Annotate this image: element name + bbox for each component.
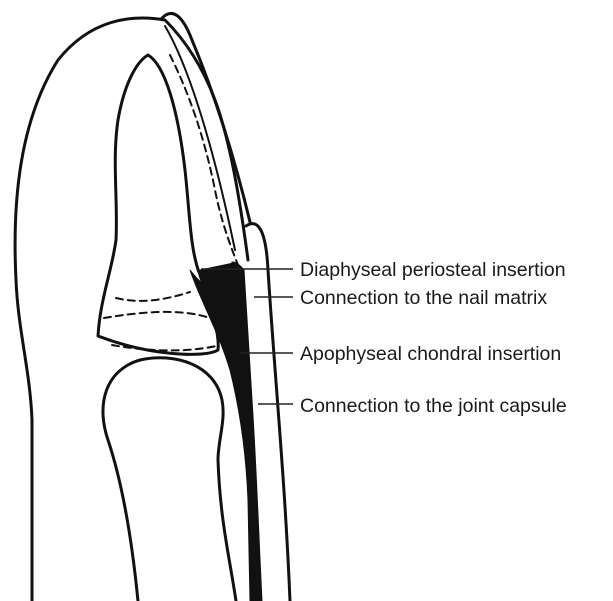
label-apophyseal: Apophyseal chondral insertion	[300, 343, 561, 365]
distal-phalanx	[98, 55, 218, 354]
epiphysis-dash-mid	[104, 312, 210, 318]
label-joint-capsule: Connection to the joint capsule	[300, 395, 567, 417]
label-diaphyseal: Diaphyseal periosteal insertion	[300, 259, 566, 281]
label-nail-matrix: Connection to the nail matrix	[300, 287, 547, 309]
epiphysis-dash-upper	[116, 292, 190, 301]
middle-phalanx	[103, 358, 236, 601]
nail-bed-dashed	[170, 55, 240, 270]
